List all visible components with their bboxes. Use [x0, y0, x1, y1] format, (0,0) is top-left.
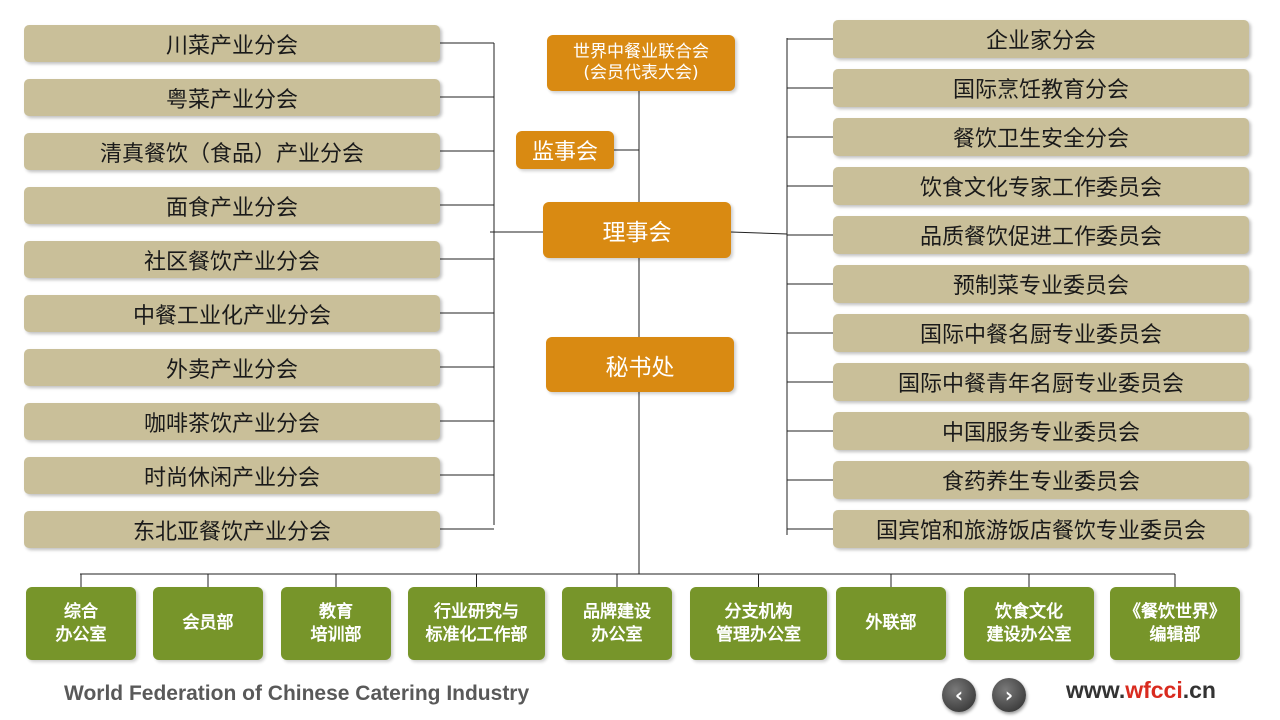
- right-branch-item[interactable]: 国际中餐名厨专业委员会: [833, 314, 1249, 352]
- chevron-left-icon[interactable]: ‹: [942, 678, 976, 712]
- right-branch-item[interactable]: 品质餐饮促进工作委员会: [833, 216, 1249, 254]
- left-branch-item[interactable]: 清真餐饮（食品）产业分会: [24, 133, 440, 170]
- website-prefix: www.: [1066, 677, 1126, 703]
- left-branch-item[interactable]: 外卖产业分会: [24, 349, 440, 386]
- left-branch-item[interactable]: 东北亚餐饮产业分会: [24, 511, 440, 548]
- department-box[interactable]: 综合 办公室: [26, 587, 136, 660]
- department-box[interactable]: 分支机构 管理办公室: [690, 587, 827, 660]
- right-branch-item[interactable]: 餐饮卫生安全分会: [833, 118, 1249, 156]
- right-branch-item[interactable]: 企业家分会: [833, 20, 1249, 58]
- right-branch-item[interactable]: 国际中餐青年名厨专业委员会: [833, 363, 1249, 401]
- website-suffix: .cn: [1182, 677, 1216, 703]
- department-box[interactable]: 饮食文化 建设办公室: [964, 587, 1094, 660]
- website-highlight: wfcci: [1125, 677, 1183, 703]
- secretariat-label: 秘书处: [605, 354, 675, 381]
- general-assembly-box[interactable]: 世界中餐业联合会 (会员代表大会): [547, 35, 735, 91]
- right-branch-item[interactable]: 预制菜专业委员会: [833, 265, 1249, 303]
- org-name: World Federation of Chinese Catering Ind…: [64, 682, 530, 705]
- right-branch-item[interactable]: 食药养生专业委员会: [833, 461, 1249, 499]
- left-branch-item[interactable]: 中餐工业化产业分会: [24, 295, 440, 332]
- secretariat-box[interactable]: 秘书处: [546, 337, 734, 392]
- left-branch-item[interactable]: 时尚休闲产业分会: [24, 457, 440, 494]
- general-assembly-label: 世界中餐业联合会: [573, 42, 709, 62]
- department-box[interactable]: 教育 培训部: [281, 587, 391, 660]
- department-box[interactable]: 品牌建设 办公室: [562, 587, 672, 660]
- council-label: 理事会: [602, 220, 672, 246]
- left-branch-item[interactable]: 面食产业分会: [24, 187, 440, 224]
- general-assembly-sublabel: (会员代表大会): [583, 63, 699, 83]
- right-branch-item[interactable]: 国际烹饪教育分会: [833, 69, 1249, 107]
- chevron-right-icon[interactable]: ›: [992, 678, 1026, 712]
- website-link[interactable]: www.wfcci.cn: [1066, 677, 1216, 704]
- right-branch-item[interactable]: 中国服务专业委员会: [833, 412, 1249, 450]
- connector-line: [730, 231, 788, 235]
- department-box[interactable]: 《餐饮世界》 编辑部: [1110, 587, 1240, 660]
- supervisory-board-box[interactable]: 监事会: [516, 131, 614, 169]
- left-branch-item[interactable]: 粤菜产业分会: [24, 79, 440, 116]
- department-box[interactable]: 外联部: [836, 587, 946, 660]
- department-box[interactable]: 行业研究与 标准化工作部: [408, 587, 545, 660]
- right-branch-item[interactable]: 饮食文化专家工作委员会: [833, 167, 1249, 205]
- left-branch-item[interactable]: 社区餐饮产业分会: [24, 241, 440, 278]
- supervisory-board-label: 监事会: [531, 140, 598, 165]
- council-box[interactable]: 理事会: [543, 202, 731, 258]
- left-branch-item[interactable]: 川菜产业分会: [24, 25, 440, 62]
- right-branch-item[interactable]: 国宾馆和旅游饭店餐饮专业委员会: [833, 510, 1249, 548]
- left-branch-item[interactable]: 咖啡茶饮产业分会: [24, 403, 440, 440]
- department-box[interactable]: 会员部: [153, 587, 263, 660]
